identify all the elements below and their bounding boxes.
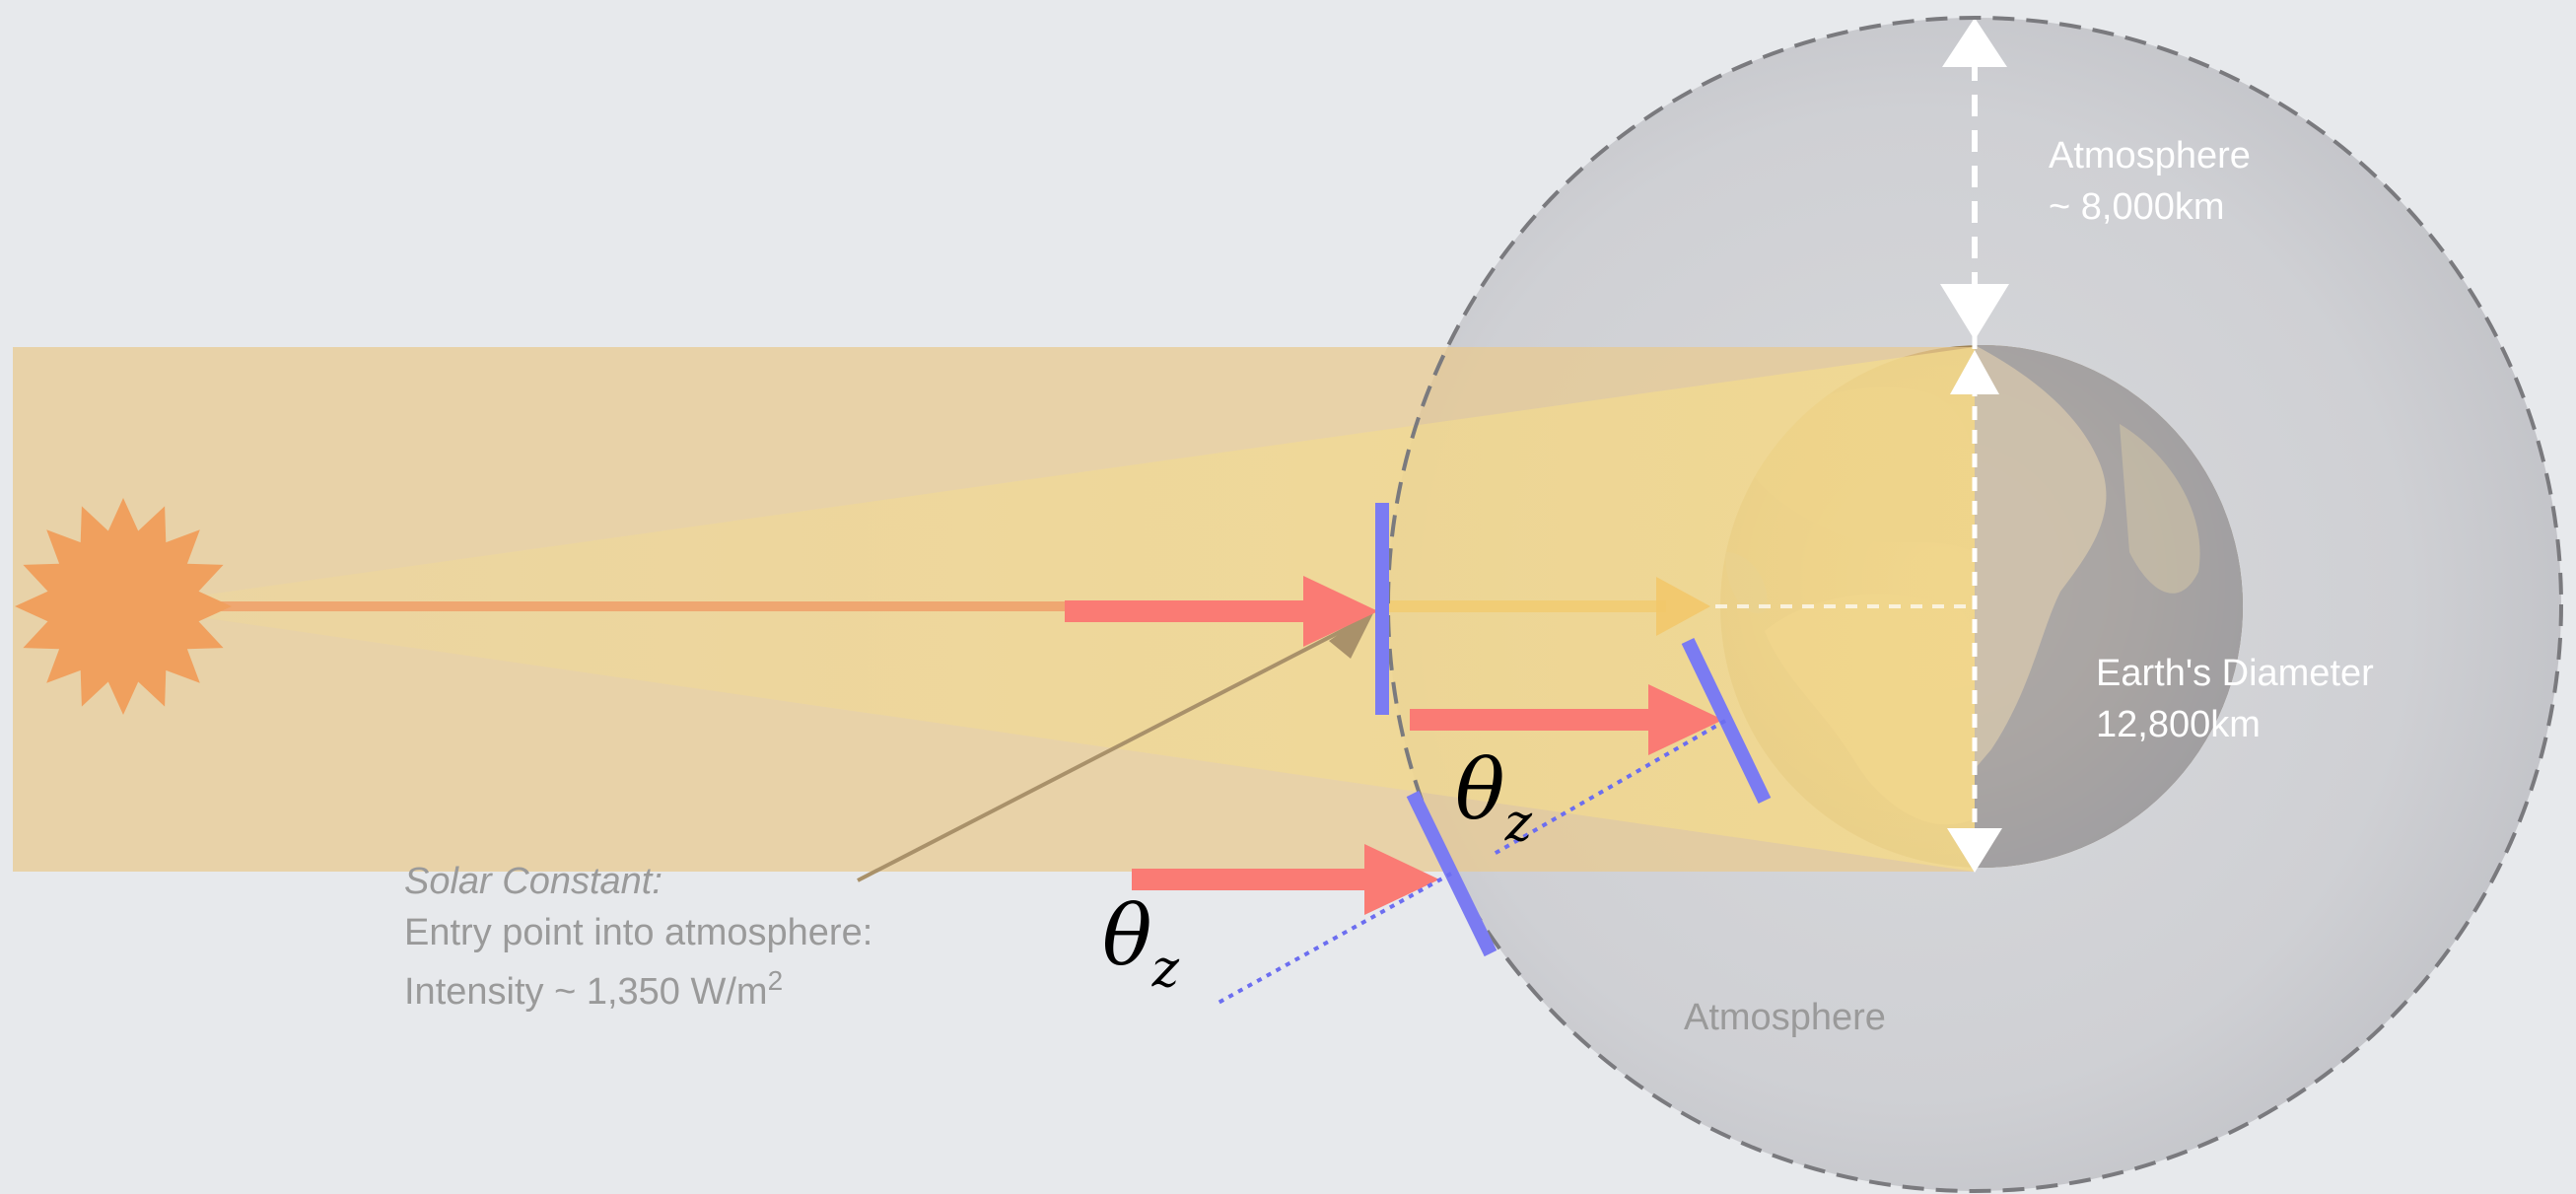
incoming-radiation-arrow-2: [1410, 684, 1723, 755]
earth-diameter-label: Earth's Diameter: [2096, 653, 2374, 694]
solar-constant-entry-text: Entry point into atmosphere:: [404, 912, 872, 953]
atmosphere-thickness-label: Atmosphere: [2049, 135, 2251, 176]
earth-diameter-value: 12,800km: [2096, 704, 2261, 745]
surface-normal-earth: [1490, 719, 1726, 858]
surface-normal-atmosphere: [1216, 872, 1452, 1006]
incoming-radiation-arrow-1: [1065, 576, 1378, 647]
ray-to-earth-head: [1656, 577, 1710, 636]
sun-icon: [15, 498, 232, 715]
solar-constant-pointer: [857, 619, 1361, 882]
atmosphere-bottom-label: Atmosphere: [1684, 997, 1886, 1038]
atmosphere-arrow-down-icon: [1940, 284, 2009, 340]
solar-constant-intensity-text: Intensity ~ 1,350 W/m2: [404, 965, 783, 1013]
atmosphere-thickness-value: ~ 8,000km: [2049, 186, 2225, 228]
surface-tilted-earth: [1681, 637, 1772, 805]
zenith-angle-label-upper: θz: [1455, 741, 1533, 853]
incoming-radiation-arrow-3: [1132, 844, 1439, 915]
solar-constant-title: Solar Constant:: [404, 861, 662, 902]
surface-tilted-atmosphere: [1406, 790, 1497, 957]
atmosphere-arrow-up-icon: [1942, 18, 2007, 67]
atmosphere-boundary: [1386, 16, 2563, 1193]
diameter-arrow-up-icon: [1950, 350, 1999, 394]
diameter-arrow-down-icon: [1947, 828, 2002, 873]
zenith-angle-label-lower: θz: [1102, 887, 1180, 999]
solar-constant-pointer-head: [1329, 609, 1375, 659]
